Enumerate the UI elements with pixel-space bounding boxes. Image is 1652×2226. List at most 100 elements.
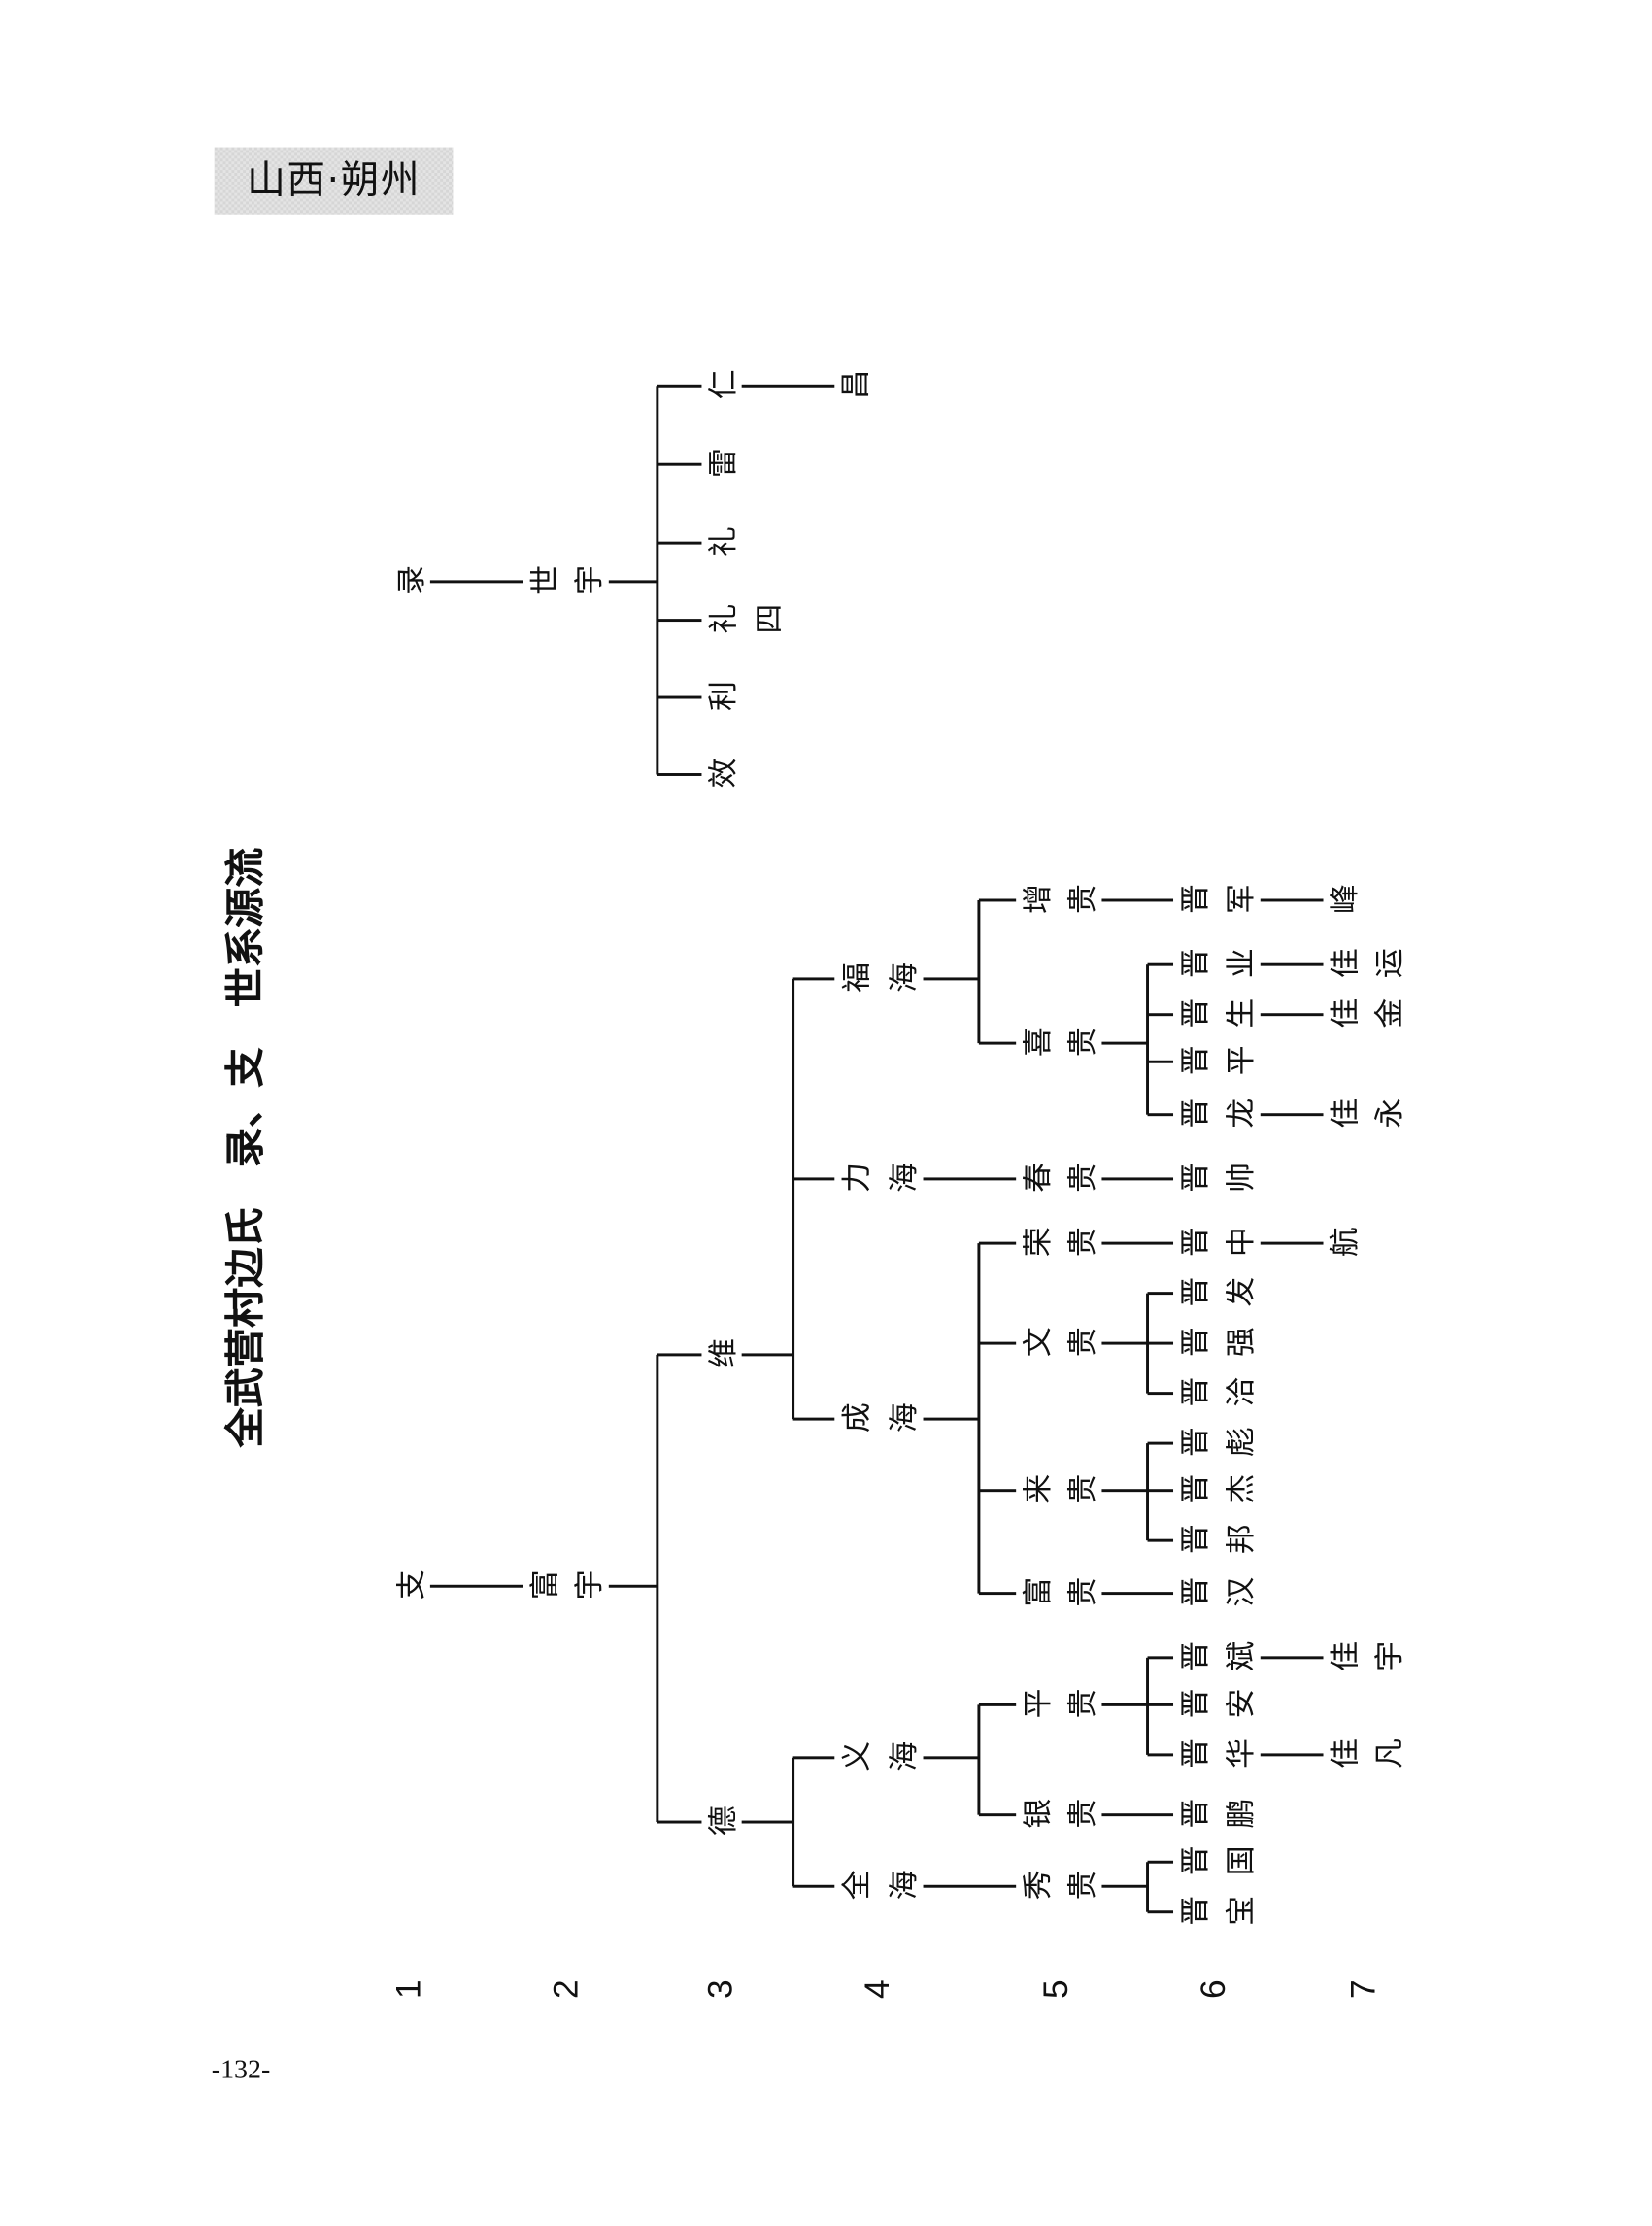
person-node: 晋安 [1178,1687,1271,1723]
connector-line [1146,964,1149,1115]
person-node: 德 [706,1804,737,1839]
person-node: 佳永 [1329,1097,1418,1132]
connector-line [741,1353,793,1356]
person-node: 昌 [839,368,870,403]
person-node: 晋平 [1178,1044,1271,1079]
connector-line [792,1757,794,1887]
person-node: 富贵 [1022,1575,1111,1611]
person-node: 春贵 [1022,1162,1111,1197]
connector-line [977,899,981,1044]
connector-line [657,1820,702,1824]
connector-line [978,1703,1017,1706]
connector-line [657,773,702,776]
connector-line [978,1042,1017,1045]
generation-number: 7 [1344,1979,1384,2000]
generation-number: 6 [1195,1979,1233,2000]
connector-line [1260,1753,1324,1756]
person-node: 峰 [1328,883,1359,918]
person-node: 晋邦 [1178,1523,1271,1558]
person-node: 仁 [706,368,737,403]
connector-line [1260,1013,1324,1016]
person-node: 来贵 [1022,1473,1111,1508]
connector-line [1101,1885,1148,1888]
person-node: 福海 [840,961,935,996]
connector-line [608,1585,657,1588]
connector-line [1101,898,1174,902]
connector-line [792,1177,835,1181]
connector-line [1101,1042,1148,1045]
connector-line [1260,898,1324,902]
person-node: 荣贵 [1022,1226,1111,1261]
connector-line [1147,1061,1174,1063]
connector-line [1101,1703,1148,1706]
connector-line [923,977,979,981]
connector-line [1147,1703,1174,1706]
connector-line [1101,1342,1148,1345]
connector-line [657,542,702,545]
person-node: 晋发 [1178,1275,1271,1311]
person-node: 航 [1328,1226,1359,1261]
connector-line [978,1813,1017,1816]
connector-line [923,1885,1017,1888]
connector-line [978,898,1017,902]
connector-line [657,463,702,466]
connector-line [1147,1392,1174,1395]
person-node: 佳运 [1329,947,1418,982]
generation-number: 2 [547,1979,587,2000]
connector-line [656,386,658,775]
connector-line [1260,1242,1324,1245]
connector-line [1101,1813,1174,1816]
connector-line [741,1820,793,1824]
connector-line [429,580,523,583]
person-node: 喜贵 [1022,1026,1111,1061]
person-node: 平贵 [1022,1687,1111,1723]
person-node: 成海 [840,1401,935,1436]
person-node: 录 [394,564,425,599]
person-node: 支 [394,1568,425,1603]
connector-line [657,1353,702,1356]
person-node: 晋杰 [1178,1473,1271,1508]
connector-line [1101,1592,1174,1595]
connector-line [792,1756,835,1759]
connector-line [792,1417,835,1421]
page-number: -132- [211,2054,271,2085]
connector-line [792,978,794,1420]
person-node: 晋斌 [1178,1640,1271,1675]
person-node: 佳宇 [1329,1640,1418,1675]
person-node: 礼 [706,525,737,560]
person-node: 晋军 [1178,883,1271,918]
connector-line [1146,1657,1149,1755]
person-node: 维 [706,1337,737,1372]
connector-line [792,1885,835,1888]
connector-line [792,977,835,981]
connector-line [657,695,702,699]
person-node: 晋宝 [1178,1895,1271,1930]
connector-line [1101,1489,1148,1492]
connector-line [923,1177,1017,1181]
person-node: 晋洽 [1178,1375,1271,1411]
person-node: 晋龙 [1178,1097,1271,1132]
person-node: 晋中 [1178,1226,1271,1261]
connector-line [978,1242,1017,1245]
connector-line [978,1489,1017,1492]
person-node: 利 [706,680,737,715]
connector-line [1146,1443,1149,1541]
connector-line [657,385,702,388]
connector-line [657,619,702,622]
connector-line [1147,1113,1174,1116]
generation-number: 5 [1037,1979,1076,2000]
connector-line [1147,1489,1174,1492]
connector-line [741,385,835,388]
connector-line [1147,963,1174,966]
connector-line [923,1756,979,1759]
person-node: 义海 [840,1740,935,1775]
generation-number: 3 [701,1979,741,2000]
person-node: 富宇 [528,1568,618,1603]
connector-line [1260,1113,1324,1116]
person-node: 晋国 [1178,1844,1271,1879]
generation-number: 4 [859,1979,898,2000]
connector-line [978,1592,1017,1595]
person-node: 晋强 [1178,1326,1271,1361]
person-node: 晋帅 [1178,1162,1271,1197]
